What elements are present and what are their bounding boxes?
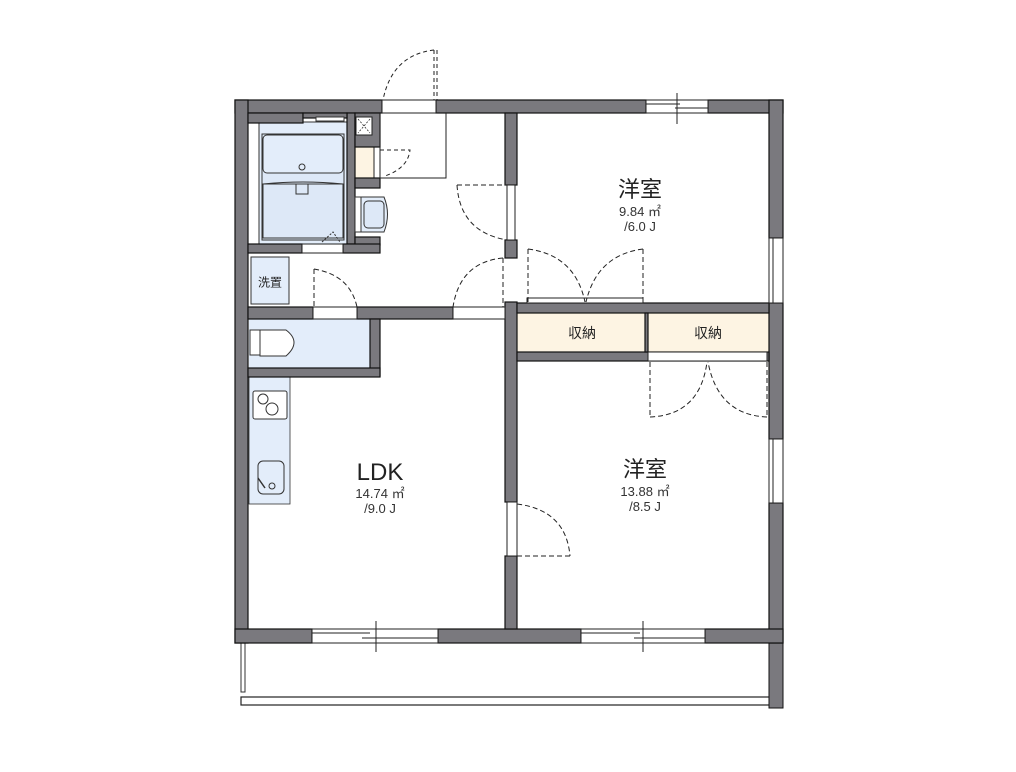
entrance-door[interactable] [381,49,438,114]
room-name: LDK [356,459,404,486]
room-area: 14.74 ㎡ [355,486,405,501]
storage-2 [647,312,770,353]
washbasin-icon [354,196,388,233]
bathtub-icon [261,133,345,243]
room-jo: /6.0 J [624,219,656,234]
window-top-room1 [645,93,709,124]
door-room1[interactable] [456,184,516,241]
room-area: 9.84 ㎡ [619,204,661,219]
door-room2[interactable] [506,501,571,557]
toilet-icon [249,329,295,357]
room-jo: /8.5 J [629,499,661,514]
door-ldk[interactable] [452,257,506,320]
window-bottom-ldk [311,621,439,652]
room-label-western-2: 洋室 13.88 ㎡ /8.5 J [620,458,669,514]
room-label-ldk: LDK 14.74 ㎡ /9.0 J [355,459,405,517]
ventilation-icon [355,116,373,136]
storage-label-2: 収納 [694,326,722,342]
door-washroom[interactable] [301,243,358,320]
balcony [240,639,784,709]
shoe-cabinet [354,146,375,179]
sink-icon [257,460,285,495]
window-bottom-room2 [580,621,706,652]
room-jo: /9.0 J [364,501,396,516]
walls [234,99,784,644]
room-name: 洋室 [622,458,667,483]
room-area: 13.88 ㎡ [620,484,670,499]
closet-door-room1[interactable] [526,248,644,304]
washer-space [250,256,290,305]
window-right-room1 [768,237,784,304]
window-right-room2 [768,438,784,504]
stove-icon [252,390,288,420]
room-name: 洋室 [617,178,663,203]
washer-space-label: 洗置 [257,275,283,290]
closet-door-room2[interactable] [647,351,768,418]
room-label-western-1: 洋室 9.84 ㎡ /6.0 J [618,178,662,234]
storage-label-1: 収納 [568,326,596,342]
